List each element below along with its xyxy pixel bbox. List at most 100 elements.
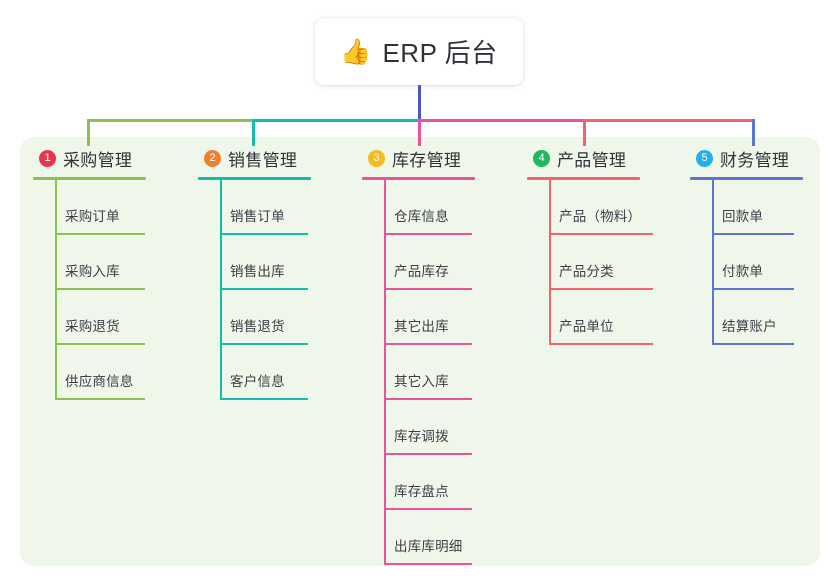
branch-item-label: 产品单位 <box>559 319 614 334</box>
branch-item-rule <box>384 453 472 455</box>
branch-item-rule <box>220 233 308 235</box>
root-connector-stem <box>418 85 421 121</box>
branch-item[interactable]: 付款单 <box>690 235 803 290</box>
branch-item[interactable]: 供应商信息 <box>33 345 146 400</box>
branch-dropper <box>583 119 586 146</box>
branch-item-rule <box>384 398 472 400</box>
branch-item-label: 库存调拨 <box>394 429 449 444</box>
branch-items: 产品（物料） 产品分类产品单位 <box>527 180 653 345</box>
branch-item-rule <box>712 233 794 235</box>
branch-number-badge: 2 <box>204 149 221 167</box>
branch-item-rule <box>712 288 794 290</box>
branch-item-rule <box>549 233 653 235</box>
branch-item-label: 销售出库 <box>230 264 285 279</box>
branch-item-label: 产品分类 <box>559 264 614 279</box>
branch-item-rule <box>220 288 308 290</box>
branch-item-rule <box>384 288 472 290</box>
branch-header-rule <box>527 177 640 180</box>
branch-title: 采购管理 <box>63 150 133 170</box>
branch-item-label: 其它入库 <box>394 374 449 389</box>
branch-item-rule <box>55 398 145 400</box>
branch-item[interactable]: 采购退货 <box>33 290 146 345</box>
branch-item-label: 结算账户 <box>722 319 777 334</box>
branch-item[interactable]: 其它入库 <box>362 345 475 400</box>
branch-item[interactable]: 出库库明细 <box>362 510 475 565</box>
branch-item[interactable]: 库存盘点 <box>362 455 475 510</box>
bus-segment <box>252 119 421 122</box>
root-node-title: ERP 后台 <box>382 38 498 68</box>
branch-item-rule <box>384 343 472 345</box>
branch-item-rule <box>220 343 308 345</box>
branch-item[interactable]: 销售订单 <box>198 180 311 235</box>
branch-item[interactable]: 销售退货 <box>198 290 311 345</box>
branch-header[interactable]: 1 采购管理 <box>33 146 146 170</box>
branch-column-2: 2 销售管理销售订单销售出库销售退货客户信息 <box>198 146 311 400</box>
branch-dropper <box>418 119 421 146</box>
branch-item-rule <box>384 563 472 565</box>
branch-spine <box>712 180 714 345</box>
branch-items: 采购订单采购入库采购退货供应商信息 <box>33 180 146 400</box>
branch-number-badge: 5 <box>696 149 713 167</box>
branch-item-rule <box>55 343 145 345</box>
branch-header[interactable]: 2 销售管理 <box>198 146 311 170</box>
branch-item-label: 其它出库 <box>394 319 449 334</box>
branch-item[interactable]: 库存调拨 <box>362 400 475 455</box>
branch-item-label: 采购退货 <box>65 319 120 334</box>
branch-column-1: 1 采购管理采购订单采购入库采购退货供应商信息 <box>33 146 146 400</box>
branch-spine <box>384 180 386 565</box>
thumbs-up-emoji: 👍 <box>340 37 372 66</box>
branch-header-rule <box>33 177 146 180</box>
branch-item-rule <box>55 233 145 235</box>
branch-item-label: 仓库信息 <box>394 209 449 224</box>
branch-item-label: 出库库明细 <box>394 539 463 554</box>
branch-title: 销售管理 <box>228 150 298 170</box>
branch-dropper <box>87 119 90 146</box>
branch-item[interactable]: 回款单 <box>690 180 803 235</box>
branch-item-label: 回款单 <box>722 209 764 224</box>
diagram-panel <box>20 137 820 566</box>
branch-item[interactable]: 产品单位 <box>527 290 653 345</box>
branch-dropper <box>252 119 255 146</box>
branch-item[interactable]: 产品库存 <box>362 235 475 290</box>
branch-item-label: 采购订单 <box>65 209 120 224</box>
branch-header-rule <box>362 177 475 180</box>
branch-item-label: 库存盘点 <box>394 484 449 499</box>
branch-item[interactable]: 采购入库 <box>33 235 146 290</box>
root-node-content: 👍 ERP 后台 <box>340 33 497 70</box>
bus-segment <box>87 119 255 122</box>
branch-item[interactable]: 仓库信息 <box>362 180 475 235</box>
branch-item-rule <box>220 398 308 400</box>
branch-item-label: 采购入库 <box>65 264 120 279</box>
branch-item-rule <box>549 343 653 345</box>
branch-item-label: 产品库存 <box>394 264 449 279</box>
branch-item[interactable]: 采购订单 <box>33 180 146 235</box>
branch-item[interactable]: 产品（物料） <box>527 180 653 235</box>
branch-number-badge: 3 <box>368 149 385 167</box>
bus-segment <box>583 119 755 122</box>
branch-item[interactable]: 客户信息 <box>198 345 311 400</box>
branch-number-badge: 4 <box>533 149 550 167</box>
branch-items: 回款单付款单结算账户 <box>690 180 803 345</box>
branch-item[interactable]: 其它出库 <box>362 290 475 345</box>
branch-item-label: 销售退货 <box>230 319 285 334</box>
root-node-card[interactable]: 👍 ERP 后台 <box>315 18 523 85</box>
branch-item-label: 供应商信息 <box>65 374 134 389</box>
branch-item-label: 产品（物料） <box>559 209 642 224</box>
branch-header-rule <box>690 177 803 180</box>
branch-spine <box>55 180 57 400</box>
branch-item-rule <box>384 508 472 510</box>
branch-item[interactable]: 结算账户 <box>690 290 803 345</box>
branch-number-badge: 1 <box>39 149 56 167</box>
branch-item-rule <box>712 343 794 345</box>
branch-item[interactable]: 产品分类 <box>527 235 653 290</box>
branch-item[interactable]: 销售出库 <box>198 235 311 290</box>
branch-spine <box>549 180 551 345</box>
branch-item-label: 客户信息 <box>230 374 285 389</box>
branch-dropper <box>752 119 755 146</box>
